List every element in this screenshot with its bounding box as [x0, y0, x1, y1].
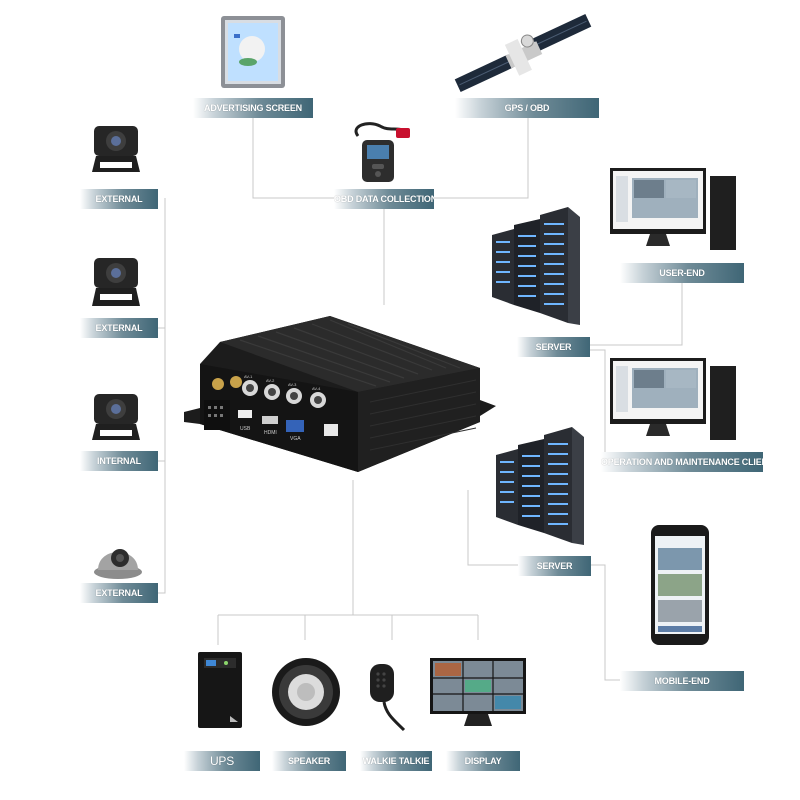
satellite-icon [454, 13, 592, 93]
smartphone-icon [651, 525, 709, 645]
label-speaker: SPEAKER [272, 751, 346, 771]
computer-icon [610, 168, 736, 250]
port-av1-label: AV-1 [244, 374, 253, 379]
mdvr-device-icon: USB HDMI VGA AV-1 AV-2 AV-3 AV-4 [184, 316, 496, 472]
label-server-2: SERVER [518, 556, 591, 576]
server-rack-icon [496, 427, 584, 545]
camera-icon [92, 258, 140, 306]
label-operation-client: OPERATION AND MAINTENANCE CLIENT [601, 452, 763, 472]
speaker-icon [272, 658, 340, 726]
label-gps-obd: GPS / OBD [455, 98, 599, 118]
label-walkie-talkie: WALKIE TALKIE [360, 751, 432, 771]
camera-icon [92, 394, 140, 440]
port-av3-label: AV-3 [288, 382, 297, 387]
port-hdmi-label: HDMI [264, 430, 277, 436]
label-external-1: EXTERNAL [80, 189, 158, 209]
label-user-end: USER-END [620, 263, 744, 283]
label-external-3: EXTERNAL [80, 583, 158, 603]
ups-icon [198, 652, 242, 728]
label-advertising-screen: ADVERTISING SCREEN [193, 98, 313, 118]
server-rack-icon [492, 207, 580, 325]
label-display: DISPLAY [446, 751, 520, 771]
port-vga-label: VGA [290, 436, 301, 442]
label-external-2: EXTERNAL [80, 318, 158, 338]
dome-camera-icon [94, 549, 142, 579]
label-internal: INTERNAL [80, 451, 158, 471]
walkie-talkie-icon [370, 664, 406, 732]
computer-icon [610, 358, 736, 440]
label-mobile-end: MOBILE-END [620, 671, 744, 691]
port-av4-label: AV-4 [312, 386, 321, 391]
port-usb-label: USB [240, 426, 251, 432]
camera-icon [92, 126, 140, 172]
label-obd-data-collection: OBD DATA COLLECTION [334, 189, 434, 209]
port-av2-label: AV-2 [266, 378, 275, 383]
label-server-1: SERVER [517, 337, 590, 357]
display-icon [430, 658, 526, 726]
label-ups: UPS [184, 751, 260, 771]
obd-scanner-icon [354, 122, 410, 182]
monitor-icon [221, 16, 285, 88]
